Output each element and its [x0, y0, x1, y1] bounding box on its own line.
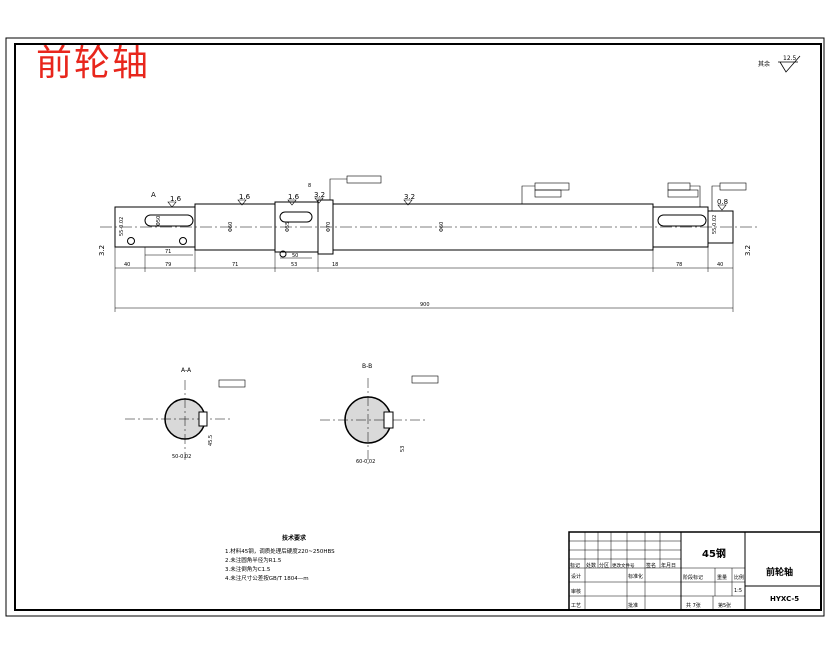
svg-text:1.6: 1.6	[239, 193, 251, 201]
svg-text:12.5: 12.5	[783, 55, 797, 62]
svg-text:8: 8	[308, 183, 311, 189]
svg-text:45钢: 45钢	[702, 547, 726, 560]
inner-border	[14, 43, 822, 611]
svg-text:Φ60: Φ60	[228, 222, 234, 232]
svg-text:3.2: 3.2	[404, 193, 415, 201]
svg-text:50: 50	[292, 253, 298, 259]
keyway-left	[144, 214, 194, 227]
svg-text:1:5: 1:5	[734, 588, 742, 594]
svg-text:4.未注尺寸公差按GB/T 1804—m: 4.未注尺寸公差按GB/T 1804—m	[225, 574, 309, 582]
svg-text:批准: 批准	[628, 602, 638, 609]
svg-text:Φ60: Φ60	[439, 222, 445, 232]
svg-text:3.2: 3.2	[98, 245, 106, 256]
title-block	[568, 531, 822, 611]
svg-text:签名: 签名	[646, 562, 656, 569]
technical-requirements: 技术要求 1.材料45钢，调质处理后硬度220~250HBS 2.未注圆角半径为…	[225, 534, 335, 582]
svg-text:A: A	[151, 191, 156, 199]
svg-text:B-B: B-B	[362, 363, 372, 370]
dimension-texts: 40 79 71 53 18 78 40 71 50 900 8 Φ60 Φ60…	[119, 183, 723, 308]
title-block-texts: 标记 处数 分区 更改文件号 签名 年月日 设计 标准化 阶段标记 重量 比例 …	[570, 547, 799, 609]
svg-text:0.8: 0.8	[717, 198, 728, 206]
svg-text:1.6: 1.6	[288, 193, 300, 201]
svg-text:年月日: 年月日	[661, 562, 676, 569]
section-a-a: A-A 50-0.02 45.5	[125, 367, 230, 460]
svg-text:1.6: 1.6	[170, 195, 182, 203]
center-hole-left2	[179, 237, 187, 245]
svg-text:Φ70: Φ70	[326, 222, 332, 232]
svg-text:45.5: 45.5	[208, 435, 214, 446]
keyway-right	[657, 214, 707, 227]
svg-text:A-A: A-A	[181, 367, 192, 374]
svg-text:55-0.02: 55-0.02	[119, 217, 125, 236]
shaft-right-end	[707, 210, 734, 244]
shaft-main-view	[100, 199, 760, 312]
svg-text:标记: 标记	[570, 562, 580, 569]
svg-text:HYXC-5: HYXC-5	[770, 595, 799, 603]
drawing-title-red: 前轮轴	[36, 43, 151, 84]
svg-text:79: 79	[165, 262, 171, 268]
svg-text:Φ55: Φ55	[285, 222, 291, 232]
svg-text:设计: 设计	[571, 573, 581, 580]
tolerance-frames	[218, 175, 747, 388]
svg-text:3.2: 3.2	[744, 245, 752, 256]
svg-text:18: 18	[332, 262, 338, 268]
svg-text:更改文件号: 更改文件号	[612, 562, 635, 569]
svg-text:重量: 重量	[717, 574, 727, 581]
outer-border	[5, 37, 825, 617]
svg-text:3.2: 3.2	[314, 191, 325, 199]
svg-text:技术要求: 技术要求	[282, 534, 307, 542]
svg-text:55-0.02: 55-0.02	[712, 215, 718, 234]
svg-text:1.材料45钢，调质处理后硬度220~250HBS: 1.材料45钢，调质处理后硬度220~250HBS	[225, 547, 335, 555]
svg-text:60-0.02: 60-0.02	[356, 459, 375, 465]
svg-text:处数: 处数	[586, 562, 596, 569]
svg-text:工艺: 工艺	[571, 603, 581, 609]
svg-text:2.未注圆角半径为R1.5: 2.未注圆角半径为R1.5	[225, 556, 282, 564]
svg-text:审核: 审核	[571, 588, 581, 595]
svg-text:78: 78	[676, 262, 682, 268]
svg-text:共 7张: 共 7张	[686, 602, 701, 609]
svg-text:标准化: 标准化	[628, 573, 643, 580]
svg-text:阶段标记: 阶段标记	[683, 574, 703, 581]
svg-text:71: 71	[165, 249, 171, 255]
center-hole-mid	[279, 250, 287, 258]
keyway-middle	[279, 211, 313, 223]
svg-text:Φ50: Φ50	[156, 216, 162, 226]
svg-text:分区: 分区	[599, 562, 609, 569]
svg-text:其余: 其余	[758, 60, 770, 68]
svg-text:50-0.02: 50-0.02	[172, 454, 191, 460]
svg-text:40: 40	[717, 262, 723, 268]
svg-text:第5张: 第5张	[718, 602, 731, 609]
svg-text:53: 53	[291, 262, 297, 268]
svg-text:3.未注倒角为C1.5: 3.未注倒角为C1.5	[225, 565, 271, 573]
section-b-b: B-B 60-0.02 53	[320, 363, 425, 465]
svg-text:900: 900	[420, 302, 430, 308]
svg-text:71: 71	[232, 262, 238, 268]
svg-text:比例: 比例	[734, 574, 744, 581]
svg-text:53: 53	[400, 446, 406, 452]
general-roughness-note: 其余 12.5	[758, 55, 801, 73]
roughness-marks: 1.6 1.6 1.6 3.2 3.2 0.8 3.2 3.2	[98, 191, 752, 256]
center-hole-left	[127, 237, 135, 245]
svg-text:40: 40	[124, 262, 130, 268]
svg-text:前轮轴: 前轮轴	[766, 566, 793, 578]
